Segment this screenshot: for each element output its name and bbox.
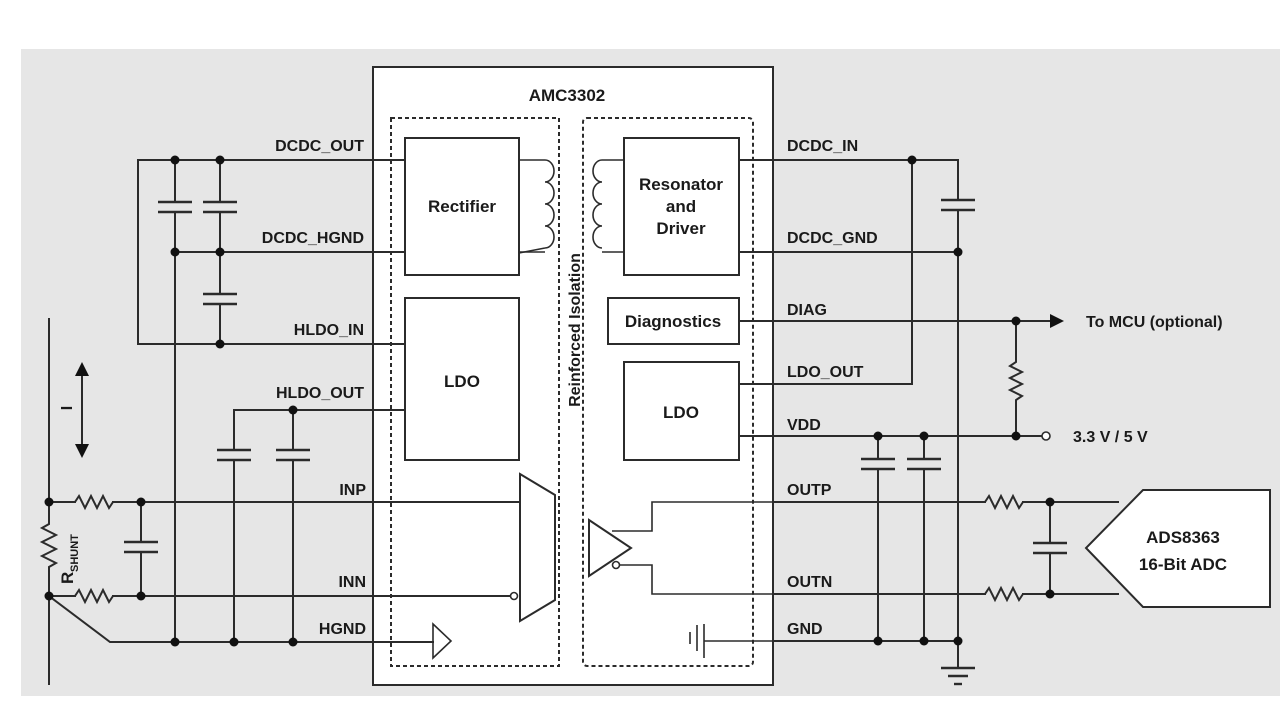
transformer-primary-coil bbox=[592, 159, 624, 253]
resonator-label-2: and bbox=[666, 197, 696, 216]
capacitor-vdd-2 bbox=[907, 457, 941, 471]
capacitor-vdd-1 bbox=[861, 457, 895, 471]
wire-left-loop bbox=[137, 159, 406, 345]
diagnostics-label: Diagnostics bbox=[625, 312, 721, 331]
supply-terminal bbox=[1041, 431, 1051, 441]
ldo-right-block bbox=[623, 361, 740, 461]
rshunt-label-main: R bbox=[58, 572, 77, 584]
pin-label-hgnd: HGND bbox=[319, 621, 366, 638]
outp-internal-wire bbox=[612, 501, 773, 532]
resonator-label-3: Driver bbox=[656, 219, 706, 238]
adc-block bbox=[1084, 489, 1271, 608]
current-arrow-up-icon bbox=[75, 362, 89, 376]
pin-label-dcdc-in: DCDC_IN bbox=[787, 138, 858, 155]
resistor-inn-filter bbox=[74, 587, 114, 605]
ldo-left-block bbox=[404, 297, 520, 461]
ground-icon bbox=[941, 666, 975, 686]
current-arrow-down-icon bbox=[75, 444, 89, 458]
resonator-label-1: Resonator bbox=[639, 175, 723, 194]
inn-inversion-bubble bbox=[509, 591, 519, 601]
diag-pullup-resistor bbox=[1007, 321, 1025, 436]
wire-ldo-out bbox=[738, 159, 913, 385]
diag-arrow-icon bbox=[1050, 314, 1064, 328]
pin-label-ldo-out: LDO_OUT bbox=[787, 364, 864, 381]
wire-hldo-out bbox=[233, 409, 406, 643]
high-side-domain-boundary bbox=[390, 117, 560, 667]
pin-label-outp: OUTP bbox=[787, 482, 832, 499]
wire-hgnd bbox=[47, 594, 434, 643]
capacitor-hldo-out-1 bbox=[217, 448, 251, 462]
resistor-outp-filter bbox=[984, 493, 1024, 511]
resonator-driver-block bbox=[623, 137, 740, 276]
pin-label-hldo-in: HLDO_IN bbox=[294, 322, 364, 339]
pin-label-inn: INN bbox=[338, 574, 366, 591]
to-mcu-label: To MCU (optional) bbox=[1086, 314, 1223, 331]
ldo-left-label: LDO bbox=[444, 372, 480, 391]
capacitor-hldo-in bbox=[203, 292, 237, 306]
resistor-inp-filter bbox=[74, 493, 114, 511]
current-label: I bbox=[59, 406, 76, 410]
resistor-outn-filter bbox=[984, 585, 1024, 603]
pin-label-dcdc-gnd: DCDC_GND bbox=[787, 230, 878, 247]
pin-label-diag: DIAG bbox=[787, 302, 827, 319]
pin-label-gnd: GND bbox=[787, 621, 823, 638]
isolation-label: Reinforced Isolation bbox=[567, 253, 584, 407]
pin-label-outn: OUTN bbox=[787, 574, 832, 591]
pin-label-dcdc-out: DCDC_OUT bbox=[275, 138, 364, 155]
wire-dcdc-in bbox=[738, 159, 959, 669]
right-junctions bbox=[873, 155, 1055, 646]
pin-label-dcdc-hgnd: DCDC_HGND bbox=[262, 230, 364, 247]
capacitor-input-differential bbox=[124, 540, 158, 554]
output-buffer-symbol bbox=[588, 518, 633, 578]
low-side-domain-boundary bbox=[582, 117, 754, 667]
rshunt-label-sub: SHUNT bbox=[69, 534, 81, 572]
capacitor-hldo-out-2 bbox=[276, 448, 310, 462]
pin-label-inp: INP bbox=[339, 482, 366, 499]
capacitor-dcdc-out-1 bbox=[158, 200, 192, 214]
rshunt-label: R SHUNT bbox=[58, 534, 81, 584]
ldo-right-label: LDO bbox=[663, 403, 699, 422]
adc-label-1: ADS8363 bbox=[1146, 528, 1220, 547]
rectifier-block bbox=[404, 137, 520, 276]
capacitor-dcdc-out-2 bbox=[203, 200, 237, 214]
left-junctions bbox=[44, 155, 298, 647]
pin-label-hldo-out: HLDO_OUT bbox=[276, 385, 364, 402]
gnd-internal-ground-symbol bbox=[689, 624, 773, 658]
pin-label-vdd: VDD bbox=[787, 417, 821, 434]
capacitor-dcdc-in bbox=[941, 198, 975, 212]
modulator-symbol bbox=[519, 472, 556, 623]
adc-label-2: 16-Bit ADC bbox=[1139, 555, 1227, 574]
outn-inversion-bubble bbox=[611, 560, 621, 570]
rectifier-label: Rectifier bbox=[428, 197, 496, 216]
chip-title: AMC3302 bbox=[529, 86, 606, 105]
capacitor-adc-input bbox=[1033, 541, 1067, 555]
outn-internal-wire bbox=[620, 564, 773, 595]
shunt-resistor bbox=[39, 502, 59, 596]
supply-voltage-label: 3.3 V / 5 V bbox=[1073, 429, 1148, 446]
wire-vdd-caps bbox=[877, 435, 925, 642]
